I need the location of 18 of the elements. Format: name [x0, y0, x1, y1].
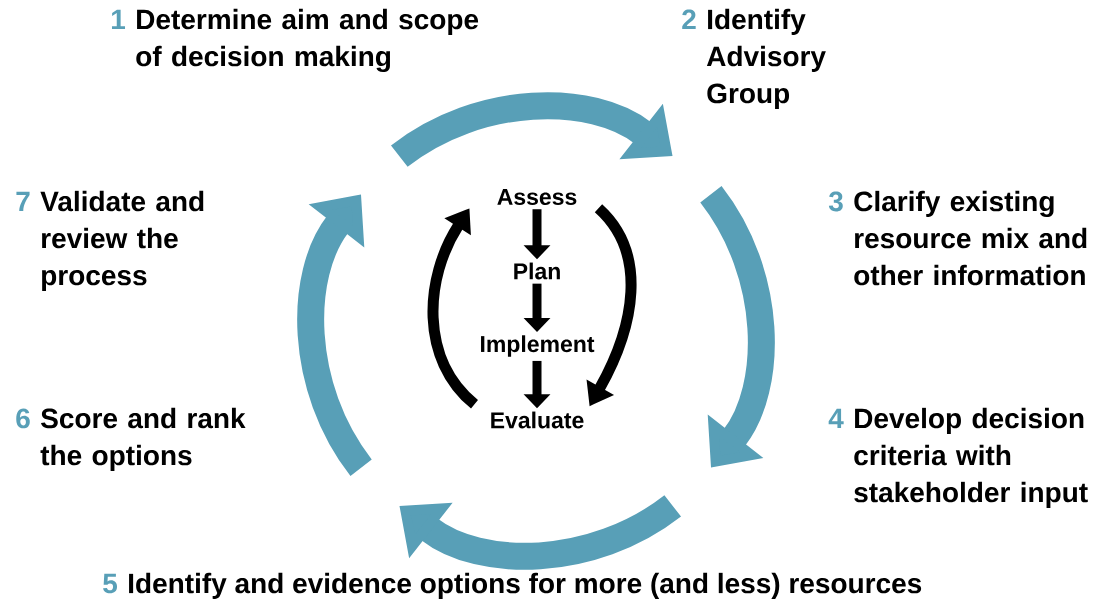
stage-label: Plan	[514, 262, 560, 280]
step-number: 5	[103, 573, 117, 594]
step-label: Identify Advisory Group	[706, 8, 826, 109]
step-label: Score and rank the options	[40, 407, 246, 471]
step-number: 2	[682, 9, 696, 30]
step-label: Validate and review the process	[40, 190, 204, 291]
stage-label: Assess	[497, 189, 577, 205]
step-number: 7	[16, 191, 30, 212]
step-number: 4	[828, 408, 844, 429]
step-number: 1	[112, 9, 125, 30]
stage-label: Implement	[481, 335, 595, 357]
step-label: Determine aim and scope of decision making	[136, 8, 479, 73]
step-label: Clarify existing resource mix and other information	[854, 190, 1087, 286]
step-label: Develop decision criteria with stakeholder input	[854, 407, 1088, 508]
step-label: Identify and evidence options for more (and less) resources	[129, 572, 922, 599]
step-number: 3	[828, 191, 843, 212]
step-number: 6	[16, 408, 30, 429]
stage-label: Evaluate	[491, 411, 584, 429]
